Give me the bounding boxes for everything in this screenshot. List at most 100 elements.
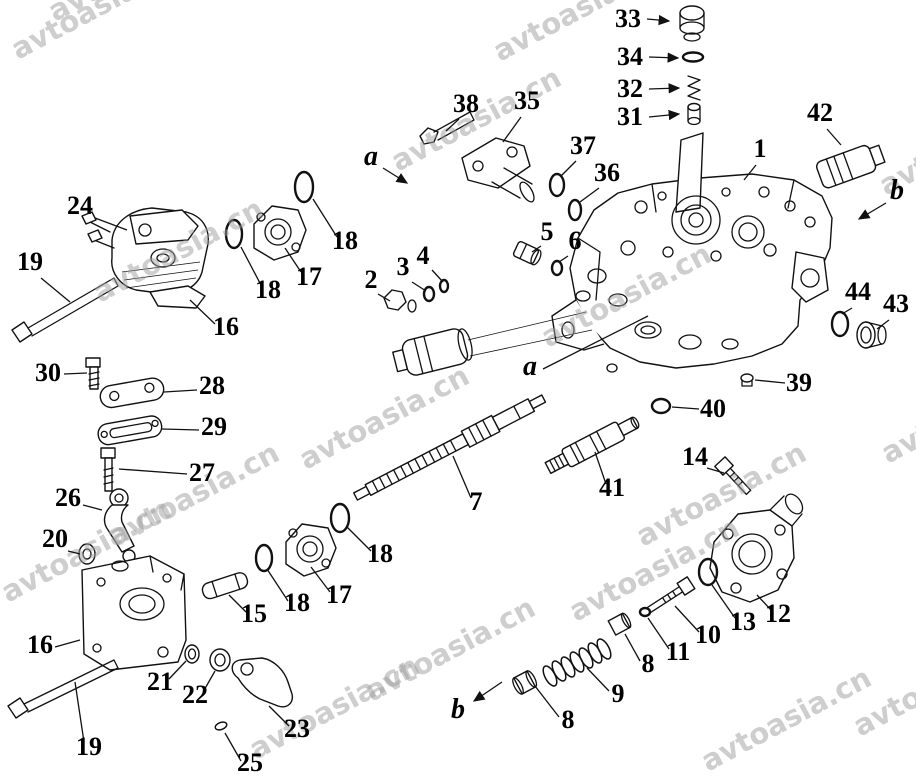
part-37-oring-drawing (548, 172, 566, 198)
leader-line (841, 307, 853, 315)
callout-37: 37 (570, 131, 596, 160)
callout-42: 42 (807, 98, 833, 127)
part-17-flange-upper-drawing (253, 205, 307, 261)
leader-line (163, 389, 198, 393)
leader-line (168, 660, 187, 680)
callout-41: 41 (599, 473, 625, 502)
part-22-bushing-drawing (209, 648, 231, 672)
callout-20: 20 (42, 524, 68, 553)
leader-line (189, 299, 216, 325)
callout-18: 18 (367, 539, 393, 568)
leader-line (312, 198, 338, 238)
callout-7: 7 (470, 487, 483, 516)
callout-44: 44 (845, 277, 871, 306)
callout-15: 15 (241, 599, 267, 628)
leader-line (671, 406, 700, 410)
leader-line (502, 116, 522, 143)
leader-line (310, 566, 331, 593)
leader-line (202, 670, 216, 693)
part-18-oring-drawing (224, 218, 244, 250)
part-16-body-lower-drawing (81, 555, 187, 671)
part-23-lever-drawing (231, 657, 294, 708)
callout-12: 12 (765, 599, 791, 628)
callout-2: 2 (365, 265, 378, 294)
leader-line (857, 202, 887, 220)
callout-34: 34 (617, 42, 643, 71)
leader-line (754, 379, 786, 384)
part-4-ring-drawing (438, 278, 450, 294)
callout-24: 24 (67, 191, 93, 220)
part-30-bolt-drawing (85, 357, 101, 390)
part-35-fitting-drawing (461, 137, 535, 203)
leader-line (594, 451, 607, 485)
callout-5: 5 (541, 217, 554, 246)
part-15-pin-drawing (201, 572, 249, 600)
callout-36: 36 (594, 158, 620, 187)
callout-16: 16 (27, 630, 53, 659)
leader-line (118, 468, 188, 475)
leader-line (743, 164, 757, 181)
part-19-bolt-bottom-drawing (7, 659, 119, 719)
leader-line (586, 667, 610, 692)
callout-17: 17 (296, 262, 322, 291)
callout-32: 32 (617, 74, 643, 103)
part-18-oring-drawing (329, 502, 351, 534)
leader-line (648, 109, 681, 121)
leader-line (674, 605, 700, 633)
leader-line (224, 732, 242, 762)
leader-line (382, 167, 409, 184)
callout-17: 17 (326, 580, 352, 609)
leader-line (284, 247, 302, 273)
part-33-plug-drawing (679, 5, 705, 42)
callout-28: 28 (199, 371, 225, 400)
callout-35: 35 (514, 86, 540, 115)
leader-line (63, 372, 88, 375)
part-17-flange-lower-drawing (285, 523, 337, 577)
leader-line (74, 681, 85, 743)
leader-line (826, 128, 842, 146)
callout-4: 4 (417, 241, 430, 270)
callout-33: 33 (615, 4, 641, 33)
callout-27: 27 (189, 458, 215, 487)
part-18-oring-drawing (293, 170, 315, 204)
part-29-gasket-drawing (97, 415, 163, 446)
leader-line (542, 315, 649, 370)
part-1-valve-body-drawing (551, 132, 833, 373)
part-3-ring-drawing (422, 285, 436, 303)
part-44-oring-drawing (830, 310, 850, 338)
callout-8: 8 (562, 705, 575, 734)
part-36-oring-drawing (567, 198, 583, 222)
section-marker-a: a (523, 351, 537, 382)
part-5-plug-drawing (512, 241, 542, 266)
leader-line (377, 293, 391, 302)
part-2-plug-drawing (383, 289, 417, 313)
callout-19: 19 (17, 247, 43, 276)
part-32-spring-drawing (687, 75, 701, 101)
section-marker-b: b (890, 175, 904, 206)
callout-19: 19 (76, 732, 102, 761)
leader-line (431, 269, 444, 283)
leader-line (228, 594, 247, 613)
leader-line (579, 187, 600, 203)
callout-29: 29 (201, 412, 227, 441)
callout-14: 14 (682, 442, 708, 471)
watermark-text: avtoasia.cn (293, 358, 474, 476)
watermark-text: avtoasia.cn (5, 0, 186, 66)
callout-21: 21 (147, 667, 173, 696)
callout-30: 30 (35, 358, 61, 387)
callout-9: 9 (612, 679, 625, 708)
leader-line (706, 467, 725, 474)
leader-line (54, 639, 81, 648)
part-38-bolt-drawing (419, 111, 475, 145)
callout-18: 18 (332, 226, 358, 255)
leader-line (411, 281, 427, 292)
solenoid-cartridge-drawing (392, 328, 473, 376)
leader-line (624, 633, 641, 662)
part-24-assembly-drawing (81, 207, 209, 309)
part-20-bushing-drawing (78, 543, 96, 565)
callout-11: 11 (666, 637, 691, 666)
leader-line (646, 14, 671, 26)
part-19-bolt-top-drawing (11, 277, 119, 343)
